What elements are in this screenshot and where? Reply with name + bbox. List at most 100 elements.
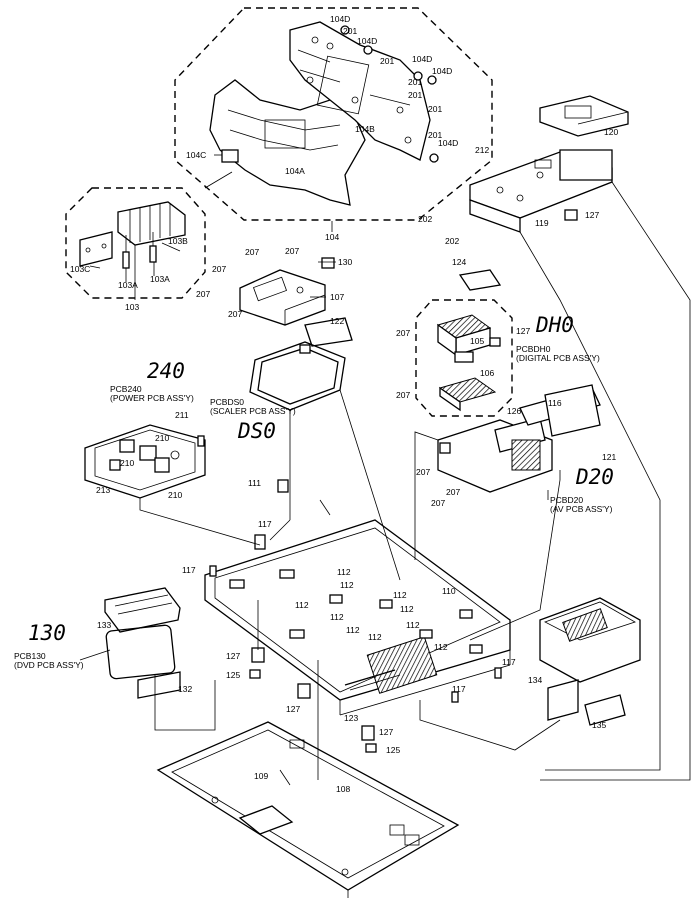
label-104d: 104D — [432, 66, 452, 76]
label-207: 207 — [446, 487, 460, 497]
label-pcbdh0-code: PCBDH0 — [516, 344, 551, 354]
label-117: 117 — [452, 684, 466, 694]
label-104d: 104D — [438, 138, 458, 148]
label-103c: 103C — [70, 264, 90, 274]
label-120: 120 — [604, 127, 618, 137]
label-103a: 103A — [118, 280, 138, 290]
label-112: 112 — [393, 590, 407, 600]
label-116: 116 — [548, 398, 562, 408]
label-pcbd20-name: (AV PCB ASS'Y) — [550, 504, 613, 514]
plate-124 — [458, 269, 502, 291]
label-112: 112 — [346, 625, 360, 635]
label-123: 123 — [344, 713, 358, 723]
shield-107 — [239, 269, 326, 326]
handwritten-130: 130 — [28, 621, 66, 645]
label-125: 125 — [226, 670, 240, 680]
label-207: 207 — [431, 498, 445, 508]
label-112: 112 — [400, 604, 414, 614]
label-211: 211 — [175, 410, 189, 420]
label-127: 127 — [226, 651, 240, 661]
label-112: 112 — [368, 632, 382, 642]
label-112: 112 — [406, 620, 420, 630]
label-212: 212 — [475, 145, 489, 155]
label-207: 207 — [196, 289, 210, 299]
label-124: 124 — [452, 257, 466, 267]
label-122: 122 — [330, 316, 344, 326]
label-127: 127 — [286, 704, 300, 714]
label-121: 121 — [602, 452, 616, 462]
label-104b: 104B — [355, 124, 375, 134]
power-pcb-240 — [84, 424, 206, 499]
label-pcb130-code: PCB130 — [14, 651, 46, 661]
label-207: 207 — [228, 309, 242, 319]
label-135: 135 — [592, 720, 606, 730]
label-pcbdh0-name: (DIGITAL PCB ASS'Y) — [516, 353, 600, 363]
label-112: 112 — [340, 580, 354, 590]
label-106: 106 — [480, 368, 494, 378]
label-207: 207 — [396, 328, 410, 338]
label-104a: 104A — [285, 166, 305, 176]
label-210: 210 — [120, 458, 134, 468]
label-104: 104 — [325, 232, 339, 242]
handwritten-ds0: DS0 — [237, 419, 276, 443]
handwritten-d20: D20 — [575, 465, 614, 489]
part-number-labels: 104D 201 104D 201 104D 104D 201 201 104B… — [70, 14, 618, 794]
label-111: 111 — [248, 478, 261, 488]
connection-lines — [134, 171, 691, 781]
av-pcb-d20 — [437, 384, 601, 493]
handwritten-240: 240 — [147, 359, 185, 383]
digital-pcb-group-outline — [415, 299, 513, 417]
label-126: 126 — [507, 406, 521, 416]
label-210: 210 — [155, 433, 169, 443]
dvd-drive — [539, 597, 641, 726]
main-chassis-110 — [204, 479, 511, 716]
label-127: 127 — [379, 727, 393, 737]
label-104d: 104D — [357, 36, 377, 46]
label-104c: 104C — [186, 150, 206, 160]
scaler-pcb-ds0 — [249, 341, 346, 411]
label-201: 201 — [408, 90, 422, 100]
label-103: 103 — [125, 302, 139, 312]
label-112: 112 — [330, 612, 344, 622]
speaker-103 — [79, 201, 186, 269]
label-pcbds0-name: (SCALER PCB ASS'Y) — [210, 406, 296, 416]
label-130: 130 — [338, 257, 352, 267]
label-119: 119 — [535, 218, 549, 228]
bracket-122 — [304, 317, 353, 347]
label-112: 112 — [337, 567, 351, 577]
screws-104d — [340, 25, 439, 163]
label-134: 134 — [528, 675, 542, 685]
label-202: 202 — [445, 236, 459, 246]
label-pcb240-name: (POWER PCB ASS'Y) — [110, 393, 194, 403]
label-133: 133 — [97, 620, 111, 630]
handwritten-dh0: DH0 — [535, 313, 574, 337]
label-pcb130-name: (DVD PCB ASS'Y) — [14, 660, 84, 670]
label-207: 207 — [416, 467, 430, 477]
label-213: 213 — [96, 485, 110, 495]
label-125: 125 — [386, 745, 400, 755]
label-117: 117 — [502, 657, 516, 667]
label-109: 109 — [254, 771, 268, 781]
label-104d: 104D — [330, 14, 350, 24]
label-pcbds0-code: PCBDS0 — [210, 397, 244, 407]
label-104d: 104D — [412, 54, 432, 64]
label-pcbd20-code: PCBD20 — [550, 495, 583, 505]
label-112: 112 — [295, 600, 309, 610]
label-201: 201 — [428, 104, 442, 114]
label-117: 117 — [182, 565, 196, 575]
label-207: 207 — [396, 390, 410, 400]
label-132: 132 — [178, 684, 192, 694]
spacers — [209, 565, 502, 753]
label-201: 201 — [343, 26, 357, 36]
label-pcb240-code: PCB240 — [110, 384, 142, 394]
label-108: 108 — [336, 784, 350, 794]
dvd-pcb-130 — [104, 587, 181, 699]
label-207: 207 — [212, 264, 226, 274]
back-cover-group-outline — [174, 7, 493, 221]
digital-pcb-dh0 — [436, 314, 501, 412]
label-207: 207 — [285, 246, 299, 256]
pcb-assembly-labels: PCBDH0 (DIGITAL PCB ASS'Y) PCB240 (POWER… — [14, 344, 613, 670]
handwritten-annotations: DH0 240 DS0 D20 130 — [28, 313, 614, 645]
part-130 — [321, 257, 335, 269]
